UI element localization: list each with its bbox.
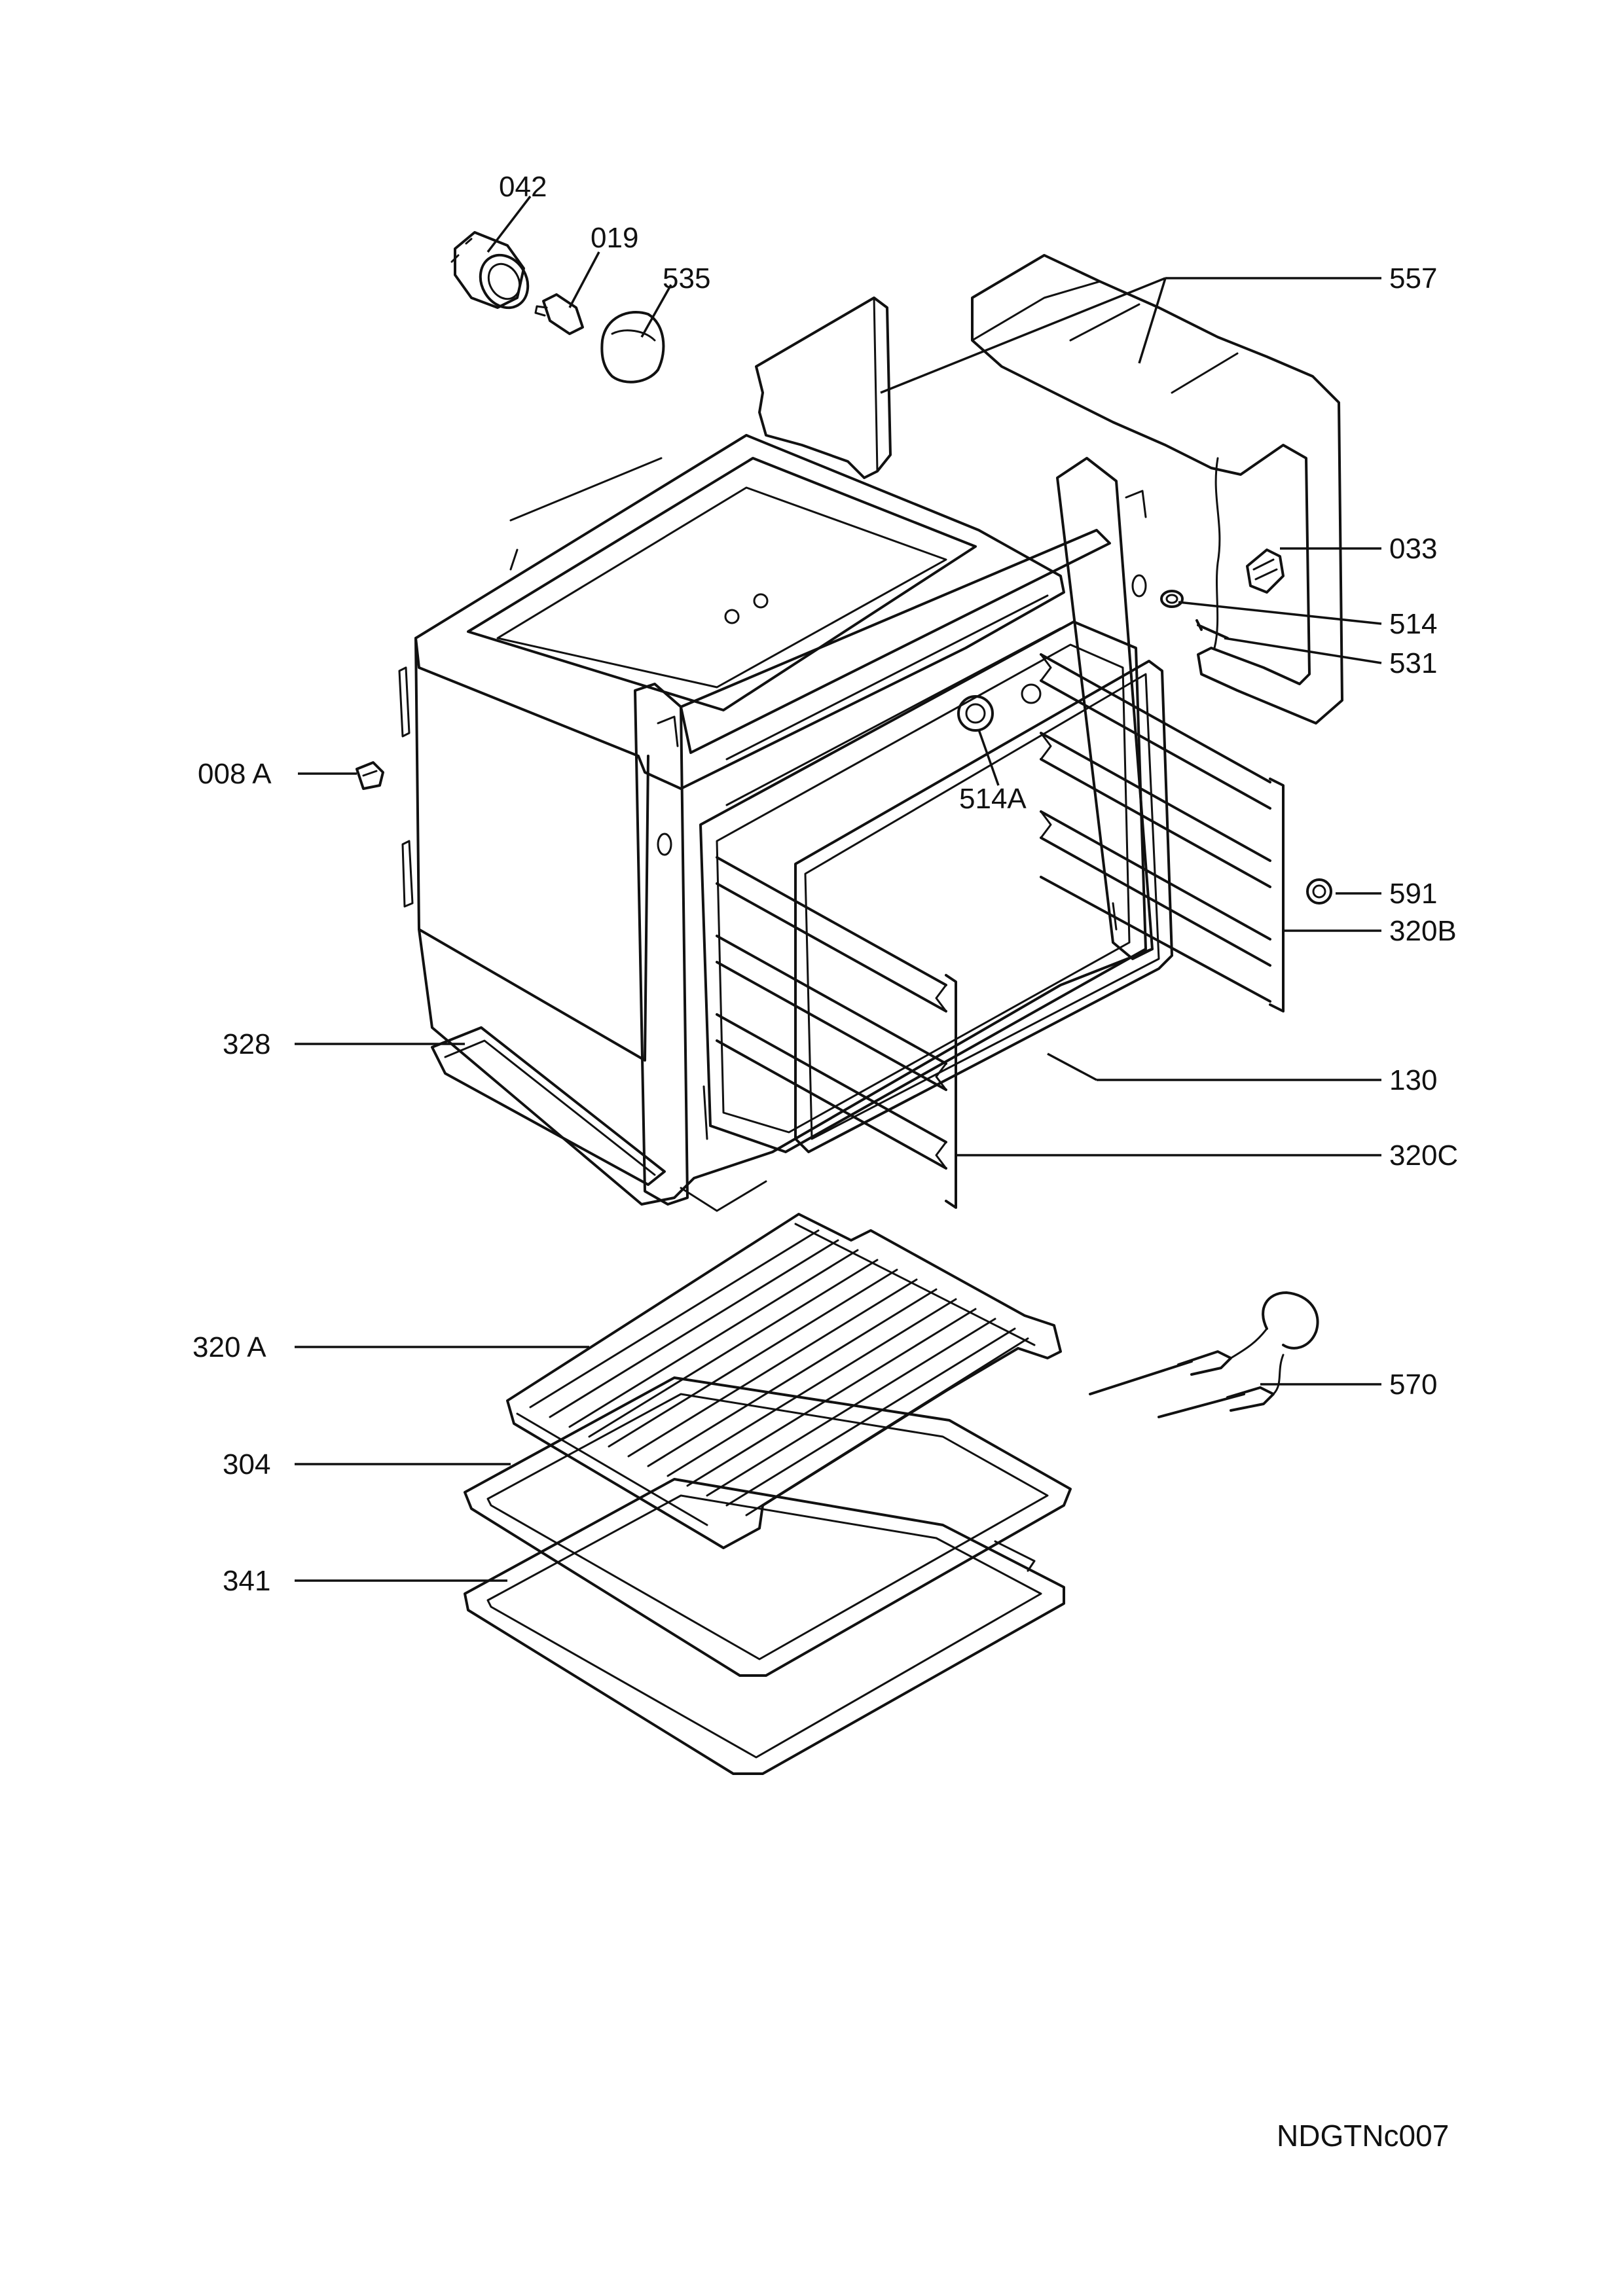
shelf-support-right: [1040, 653, 1285, 1013]
callout-514: 514: [1389, 608, 1437, 640]
drawing-code: NDGTNc007: [1277, 2119, 1450, 2153]
callout-304: 304: [223, 1448, 270, 1480]
lamp-holder-part: [450, 231, 530, 310]
callout-033: 033: [1389, 533, 1437, 565]
callout-320b: 320B: [1389, 915, 1457, 947]
switch-part: [356, 761, 384, 790]
callout-514a: 514A: [959, 783, 1027, 815]
lamp-socket-part: [1160, 590, 1184, 608]
fan-nut-part: [1306, 878, 1332, 905]
bottom-channel-part: [431, 1026, 666, 1186]
meat-probe-part: [1089, 1291, 1319, 1418]
callout-535: 535: [663, 262, 710, 295]
shelf-support-left: [716, 856, 957, 1209]
callout-042: 042: [499, 171, 547, 203]
callout-557: 557: [1389, 262, 1437, 295]
callout-008a: 008 A: [198, 758, 272, 790]
callout-320a: 320 A: [192, 1331, 266, 1363]
baking-tray-part: [464, 1376, 1072, 1677]
callout-341: 341: [223, 1565, 270, 1597]
callout-591: 591: [1389, 878, 1437, 910]
callout-328: 328: [223, 1028, 270, 1060]
insulation-left-block: [755, 296, 892, 479]
lamp-cover-part: [600, 310, 665, 384]
thermostat-part: [1246, 548, 1285, 594]
callout-531: 531: [1389, 647, 1437, 679]
screw-part: [1195, 619, 1229, 639]
wire-frame-part: [464, 1478, 1065, 1775]
door-seal-part: [794, 660, 1173, 1153]
callout-570: 570: [1389, 1369, 1437, 1401]
grill-element-part: [506, 1213, 1062, 1549]
callout-labels: 042 019 535 557 033 514 531 008 A 514A 5…: [192, 171, 1458, 1597]
leader-lines: [295, 195, 1382, 1582]
callout-320c: 320C: [1389, 1139, 1458, 1172]
callout-019: 019: [591, 222, 638, 254]
insulation-wrap-block: [971, 254, 1343, 725]
callout-130: 130: [1389, 1064, 1437, 1096]
lamp-bulb-part: [534, 293, 584, 335]
oven-cavity-body: [398, 434, 1154, 1212]
